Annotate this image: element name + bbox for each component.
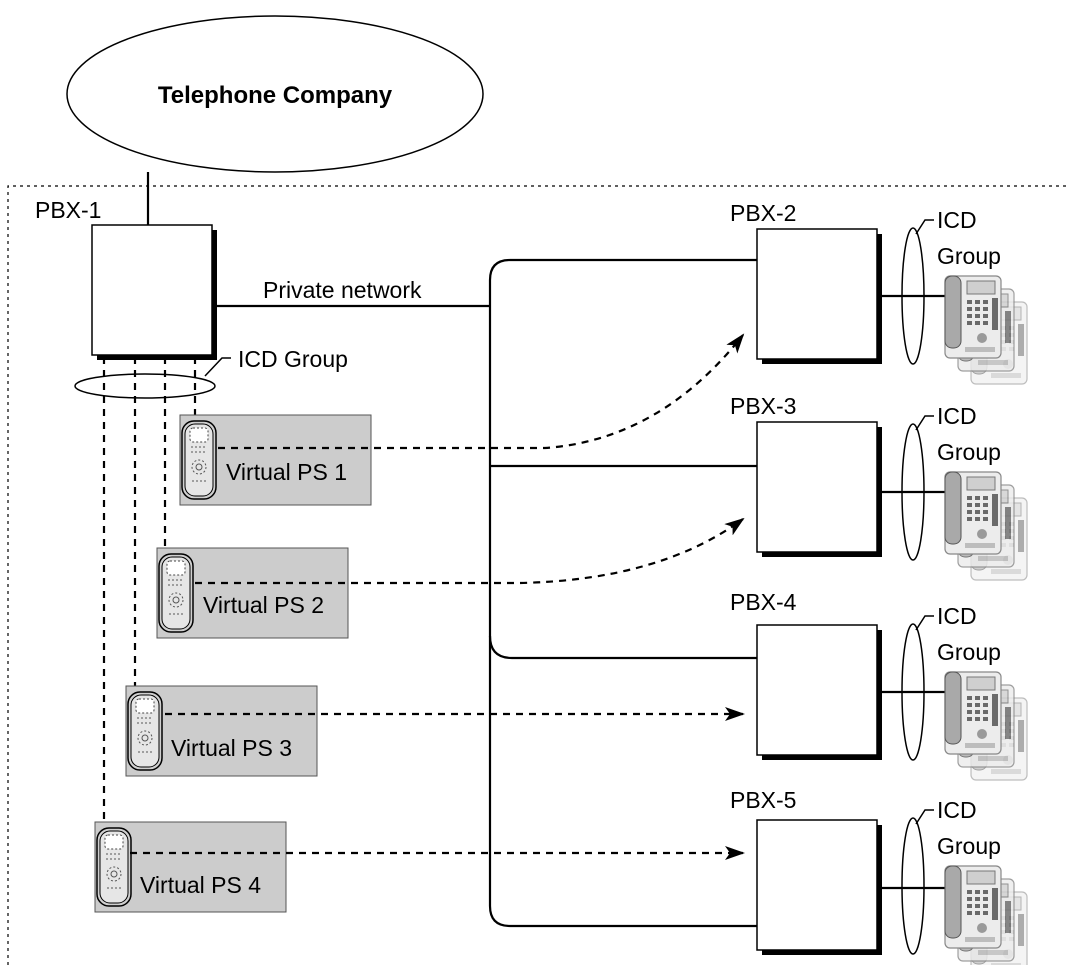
pbx-5-group: PBX-5 ICD Group <box>730 787 1027 965</box>
handset-icon <box>127 691 163 771</box>
pbx-3-box <box>756 421 878 553</box>
pbx-2-icd-ellipse <box>901 227 925 365</box>
pbx-2-icd-leader <box>915 219 934 235</box>
pbx-4-icd-ellipse <box>901 623 925 761</box>
pbx-2-box <box>756 228 878 360</box>
pbx-5-icd-leader <box>915 809 934 825</box>
pbx-4-label: PBX-4 <box>730 589 797 615</box>
virtual-ps-2: Virtual PS 2 <box>156 547 349 639</box>
virtual-ps-1: Virtual PS 1 <box>179 414 372 506</box>
phone-stack-icon <box>945 672 1027 780</box>
pbx-2-icd-line1: ICD <box>937 207 977 233</box>
pbx-4-box <box>756 624 878 756</box>
virtual-ps-2-label: Virtual PS 2 <box>203 592 324 618</box>
pbx-4-group: PBX-4 ICD Group <box>730 589 1027 780</box>
telephone-company-label: Telephone Company <box>158 82 393 109</box>
phone-stack-icon <box>945 472 1027 580</box>
pbx1-label: PBX-1 <box>35 197 101 223</box>
handset-icon <box>158 553 194 633</box>
backbone-bus <box>488 306 757 928</box>
private-network-label: Private network <box>263 277 422 303</box>
link-pbx4 <box>488 635 757 660</box>
pbx-2-icd-line2: Group <box>937 243 1001 269</box>
pbx-4-icd-leader <box>915 615 934 631</box>
handset-icon <box>96 827 132 907</box>
forward-arrow-ps1 <box>218 333 745 450</box>
virtual-ps-4: Virtual PS 4 <box>94 821 287 913</box>
pbx-3-label: PBX-3 <box>730 393 796 419</box>
pbx-3-icd-line2: Group <box>937 439 1001 465</box>
pbx-2-label: PBX-2 <box>730 200 796 226</box>
forward-arrow-ps2 <box>195 517 745 585</box>
pbx-5-box <box>756 819 878 951</box>
pbx-4-icd-line2: Group <box>937 639 1001 665</box>
site-boundary <box>7 185 1070 965</box>
pbx1-icd-leader <box>204 357 231 377</box>
pbx-3-icd-line1: ICD <box>937 403 977 429</box>
handset-icon <box>181 420 217 500</box>
phone-stack-icon <box>945 276 1027 384</box>
phone-stack-icon <box>945 866 1027 965</box>
telephone-company-ellipse <box>66 15 484 173</box>
pbx-5-icd-ellipse <box>901 817 925 955</box>
pbx1-box <box>91 224 213 356</box>
virtual-ps-1-label: Virtual PS 1 <box>226 459 347 485</box>
pbx-3-icd-leader <box>915 415 934 431</box>
backbone-top <box>488 258 757 306</box>
pbx1-icd-ellipse <box>74 373 216 399</box>
pbx-5-icd-line2: Group <box>937 833 1001 859</box>
pbx-5-icd-line1: ICD <box>937 797 977 823</box>
pbx-2-group: PBX-2 ICD Group <box>730 200 1027 384</box>
pbx-3-group: PBX-3 ICD Group <box>730 393 1027 580</box>
pbx-5-label: PBX-5 <box>730 787 796 813</box>
virtual-ps-3-label: Virtual PS 3 <box>171 735 292 761</box>
virtual-ps-4-label: Virtual PS 4 <box>140 872 261 898</box>
pbx-4-icd-line1: ICD <box>937 603 977 629</box>
pbx1-icd-label: ICD Group <box>238 346 348 372</box>
virtual-ps-3: Virtual PS 3 <box>125 685 318 777</box>
pbx-3-icd-ellipse <box>901 423 925 561</box>
